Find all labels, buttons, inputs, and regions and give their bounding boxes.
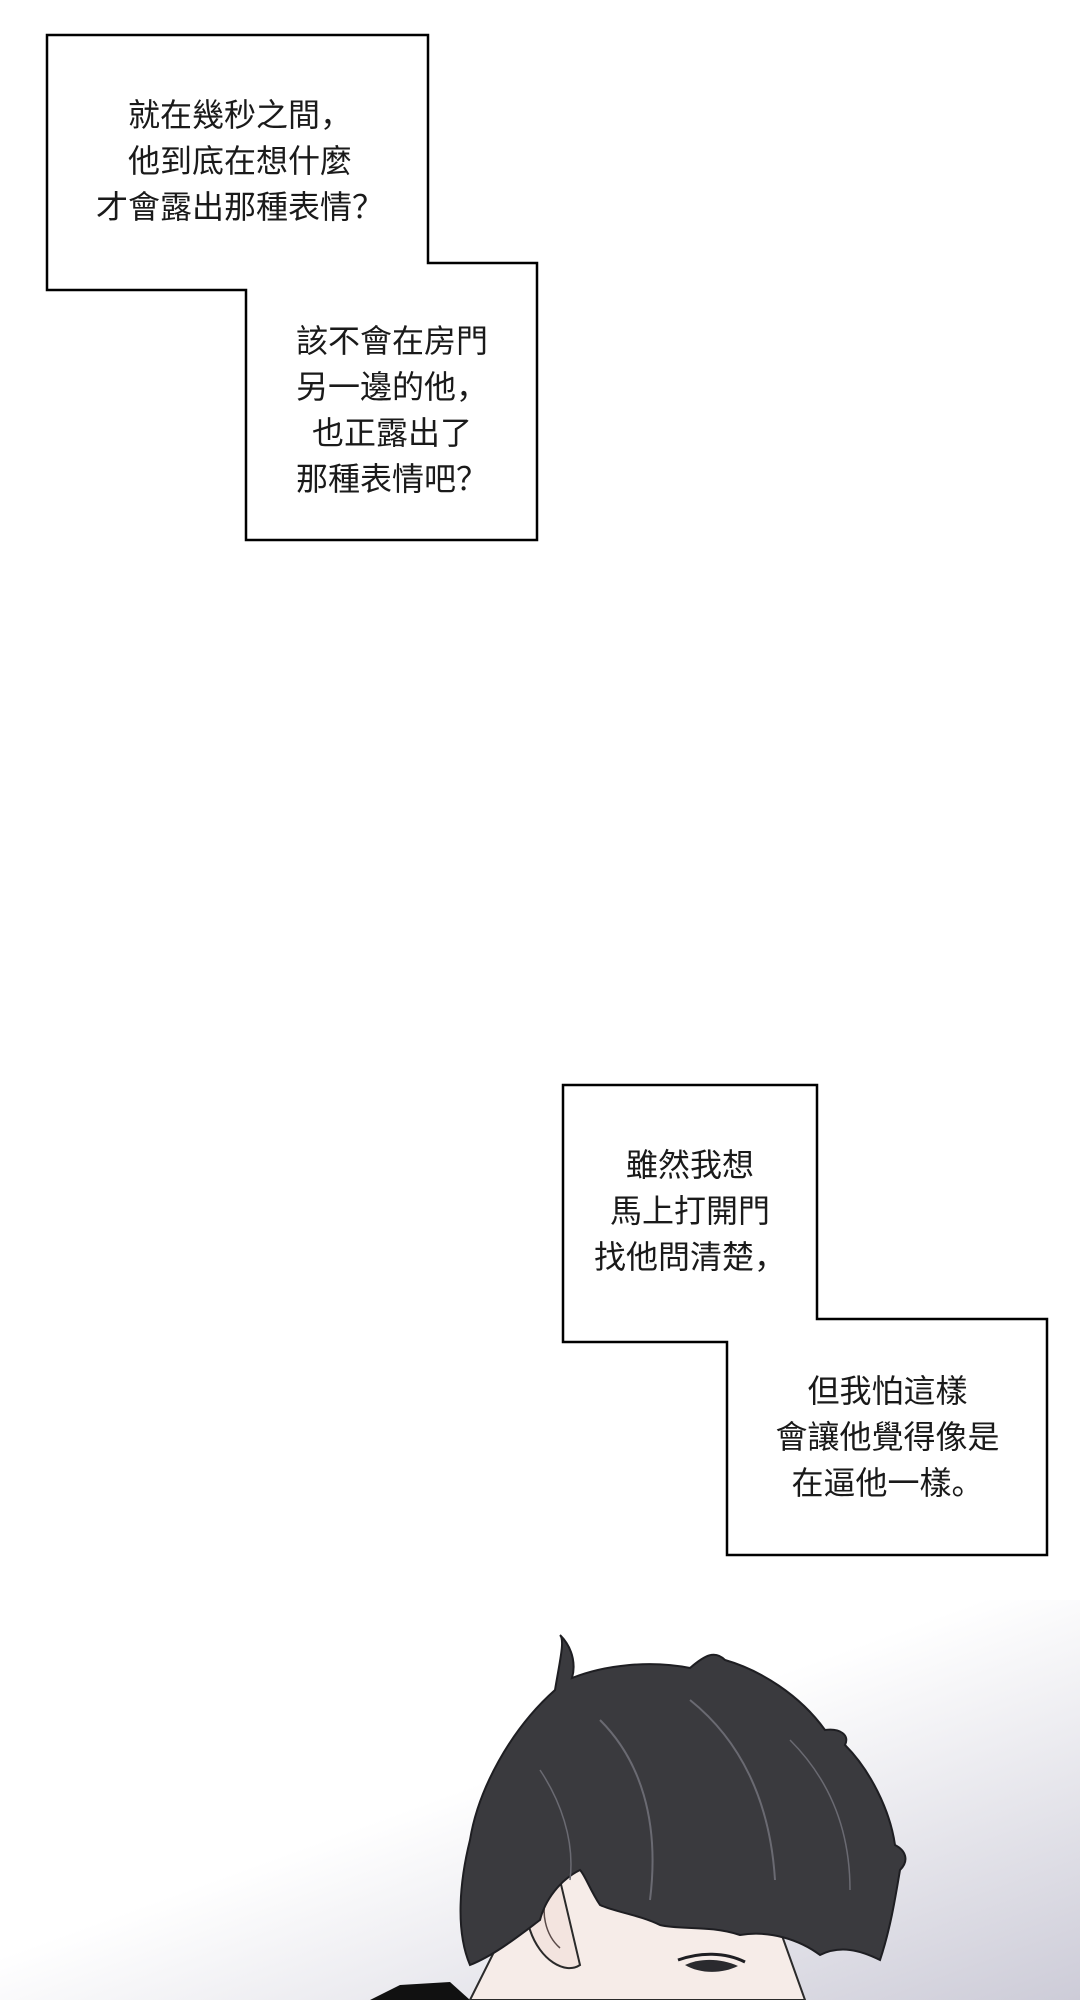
hair-strand-2 bbox=[689, 1699, 776, 1881]
caption-1-line-3: 才會露出那種表情？ bbox=[95, 188, 384, 226]
hair-strand-4 bbox=[789, 1739, 851, 1891]
caption-box-bottom-outline bbox=[561, 1083, 1049, 1557]
eyelid-line bbox=[677, 1952, 746, 1964]
caption-3: 雖然我想 馬上打開門 找他問清楚， bbox=[570, 1142, 810, 1280]
caption-4-line-2: 會讓他覺得像是 bbox=[775, 1418, 1000, 1456]
caption-1-line-2: 他到底在想什麼 bbox=[127, 142, 352, 180]
hair-strand-3 bbox=[539, 1769, 572, 1881]
caption-box-top-outline bbox=[45, 33, 539, 542]
caption-4-line-3: 在逼他一樣。 bbox=[791, 1464, 984, 1502]
caption-2-line-4: 那種表情吧？ bbox=[295, 460, 488, 498]
caption-4-line-1: 但我怕這樣 bbox=[807, 1372, 968, 1410]
caption-2-line-1: 該不會在房門 bbox=[295, 322, 488, 360]
caption-3-line-2: 馬上打開門 bbox=[609, 1192, 770, 1230]
caption-1-line-1: 就在幾秒之間， bbox=[127, 96, 352, 134]
caption-1: 就在幾秒之間， 他到底在想什麼 才會露出那種表情？ bbox=[60, 92, 420, 230]
eye bbox=[685, 1959, 738, 1972]
shirt-collar bbox=[370, 1982, 470, 2000]
hair bbox=[459, 1634, 907, 1967]
caption-2-line-2: 另一邊的他， bbox=[295, 368, 488, 406]
caption-box-top bbox=[45, 33, 539, 542]
hair-strand-1 bbox=[599, 1719, 654, 1901]
caption-2: 該不會在房門 另一邊的他， 也正露出了 那種表情吧？ bbox=[262, 318, 522, 502]
caption-4: 但我怕這樣 會讓他覺得像是 在逼他一樣。 bbox=[740, 1368, 1035, 1506]
caption-2-line-3: 也正露出了 bbox=[311, 414, 472, 452]
caption-3-line-3: 找他問清楚， bbox=[593, 1238, 786, 1276]
character-illustration bbox=[370, 1634, 907, 2000]
caption-3-line-1: 雖然我想 bbox=[625, 1146, 754, 1184]
caption-box-bottom bbox=[561, 1083, 1049, 1557]
